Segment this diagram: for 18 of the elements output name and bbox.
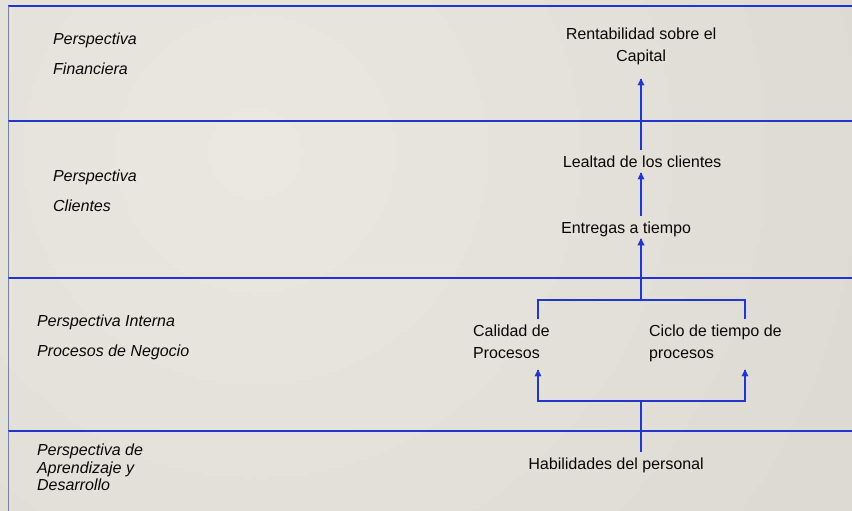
perspective-band <box>8 120 852 277</box>
perspective-heading: Perspectiva de Aprendizaje y Desarrollo <box>37 442 144 495</box>
perspective-band <box>8 5 852 120</box>
objective-label: Calidad de Procesos <box>473 321 583 371</box>
perspective-heading: Perspectiva Financiera <box>53 30 138 80</box>
perspective-heading: Perspectiva Interna Procesos de Negocio <box>37 312 190 362</box>
arrow <box>638 172 644 216</box>
objective-label: Rentabilidad sobre el Capital <box>556 24 726 80</box>
perspective-band <box>8 277 852 430</box>
perspective-heading: Perspectiva Clientes <box>53 167 138 218</box>
objective-label: Entregas a tiempo <box>521 218 731 240</box>
arrow <box>638 238 746 319</box>
objective-label: Lealtad de los clientes <box>501 152 783 174</box>
arrow <box>638 78 644 150</box>
objective-label: Habilidades del personal <box>491 454 741 476</box>
arrow <box>640 369 748 452</box>
perspective-band <box>8 430 852 511</box>
objective-label: Ciclo de tiempo de procesos <box>649 321 839 371</box>
